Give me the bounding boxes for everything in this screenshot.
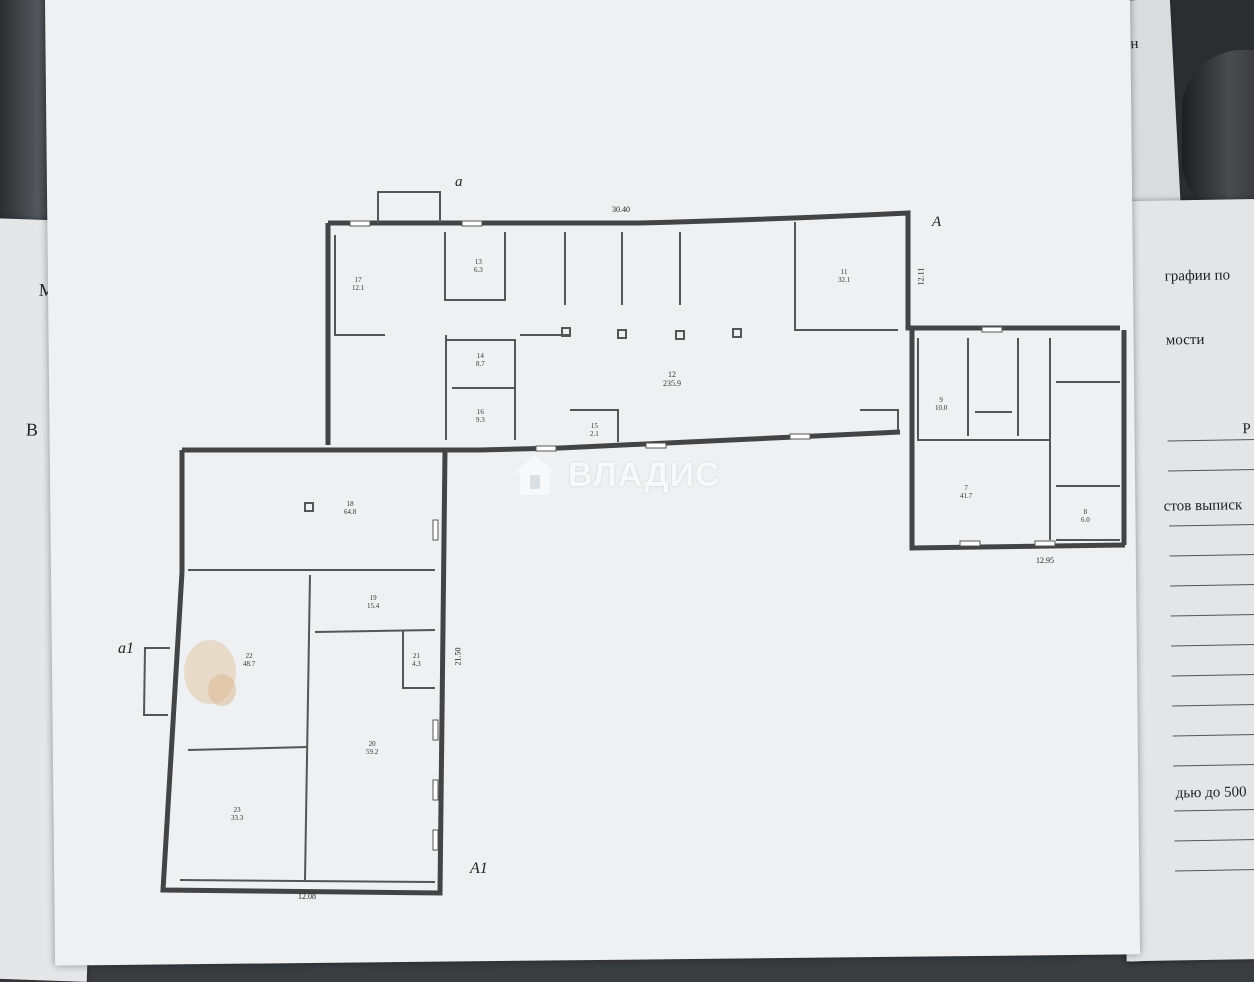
vladis-watermark: ВЛАДИС [512, 453, 721, 497]
floor-plan-drawing [142, 191, 1120, 883]
dim-right: 12.11 [916, 267, 926, 286]
dim-left-wing: 21.50 [453, 647, 463, 666]
dim-right-block-bottom: 12.95 [1036, 556, 1054, 565]
dim-top: 30.40 [612, 205, 630, 214]
axis-label-A: A [932, 214, 942, 230]
house-logo-icon [514, 455, 556, 495]
dim-bottom: 12.08 [298, 892, 316, 901]
axis-label-a1: a1 [118, 640, 134, 657]
axis-label-A1: A1 [470, 860, 488, 877]
axis-label-a: a [455, 174, 463, 190]
steering-wheel [1182, 50, 1254, 220]
watermark-text: ВЛАДИС [568, 455, 721, 494]
